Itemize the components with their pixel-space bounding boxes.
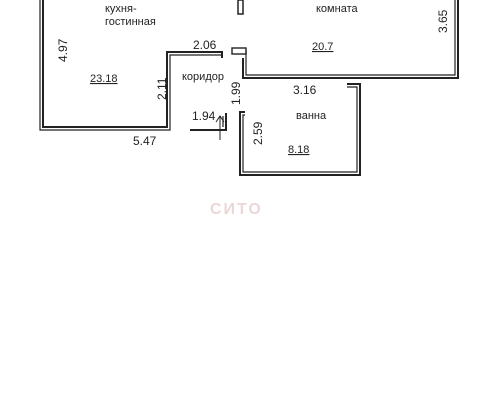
room-label: комната	[316, 3, 358, 15]
kitchen-label-line1: кухня-	[105, 3, 137, 15]
kitchen-notch-dim: 2.11	[155, 77, 169, 100]
corridor-width-dim: 1.94	[192, 109, 216, 123]
kitchen-area: 23.18	[90, 73, 118, 85]
kitchen-height-dim: 4.97	[56, 38, 70, 62]
room-height-dim: 3.65	[436, 9, 450, 33]
watermark: СИТО	[210, 201, 263, 218]
bath-width-dim: 3.16	[293, 83, 317, 97]
bath-height-dim: 2.59	[251, 121, 265, 145]
up-arrow-icon	[215, 115, 225, 140]
corridor-walls	[190, 113, 227, 131]
kitchen-width-dim: 5.47	[133, 134, 157, 148]
kitchen-living-walls	[39, 0, 223, 131]
bathroom-label: ванна	[296, 110, 327, 122]
bathroom-walls	[239, 83, 361, 176]
room-walls	[231, 0, 459, 79]
corridor-top-dim: 2.06	[193, 38, 217, 52]
corridor-right-dim: 1.99	[229, 81, 243, 105]
bathroom-area: 8.18	[288, 144, 309, 156]
partition-wall	[237, 0, 244, 15]
room-area: 20.7	[312, 41, 333, 53]
kitchen-label-line2: гостинная	[105, 16, 156, 28]
corridor-label: коридор	[182, 71, 224, 83]
